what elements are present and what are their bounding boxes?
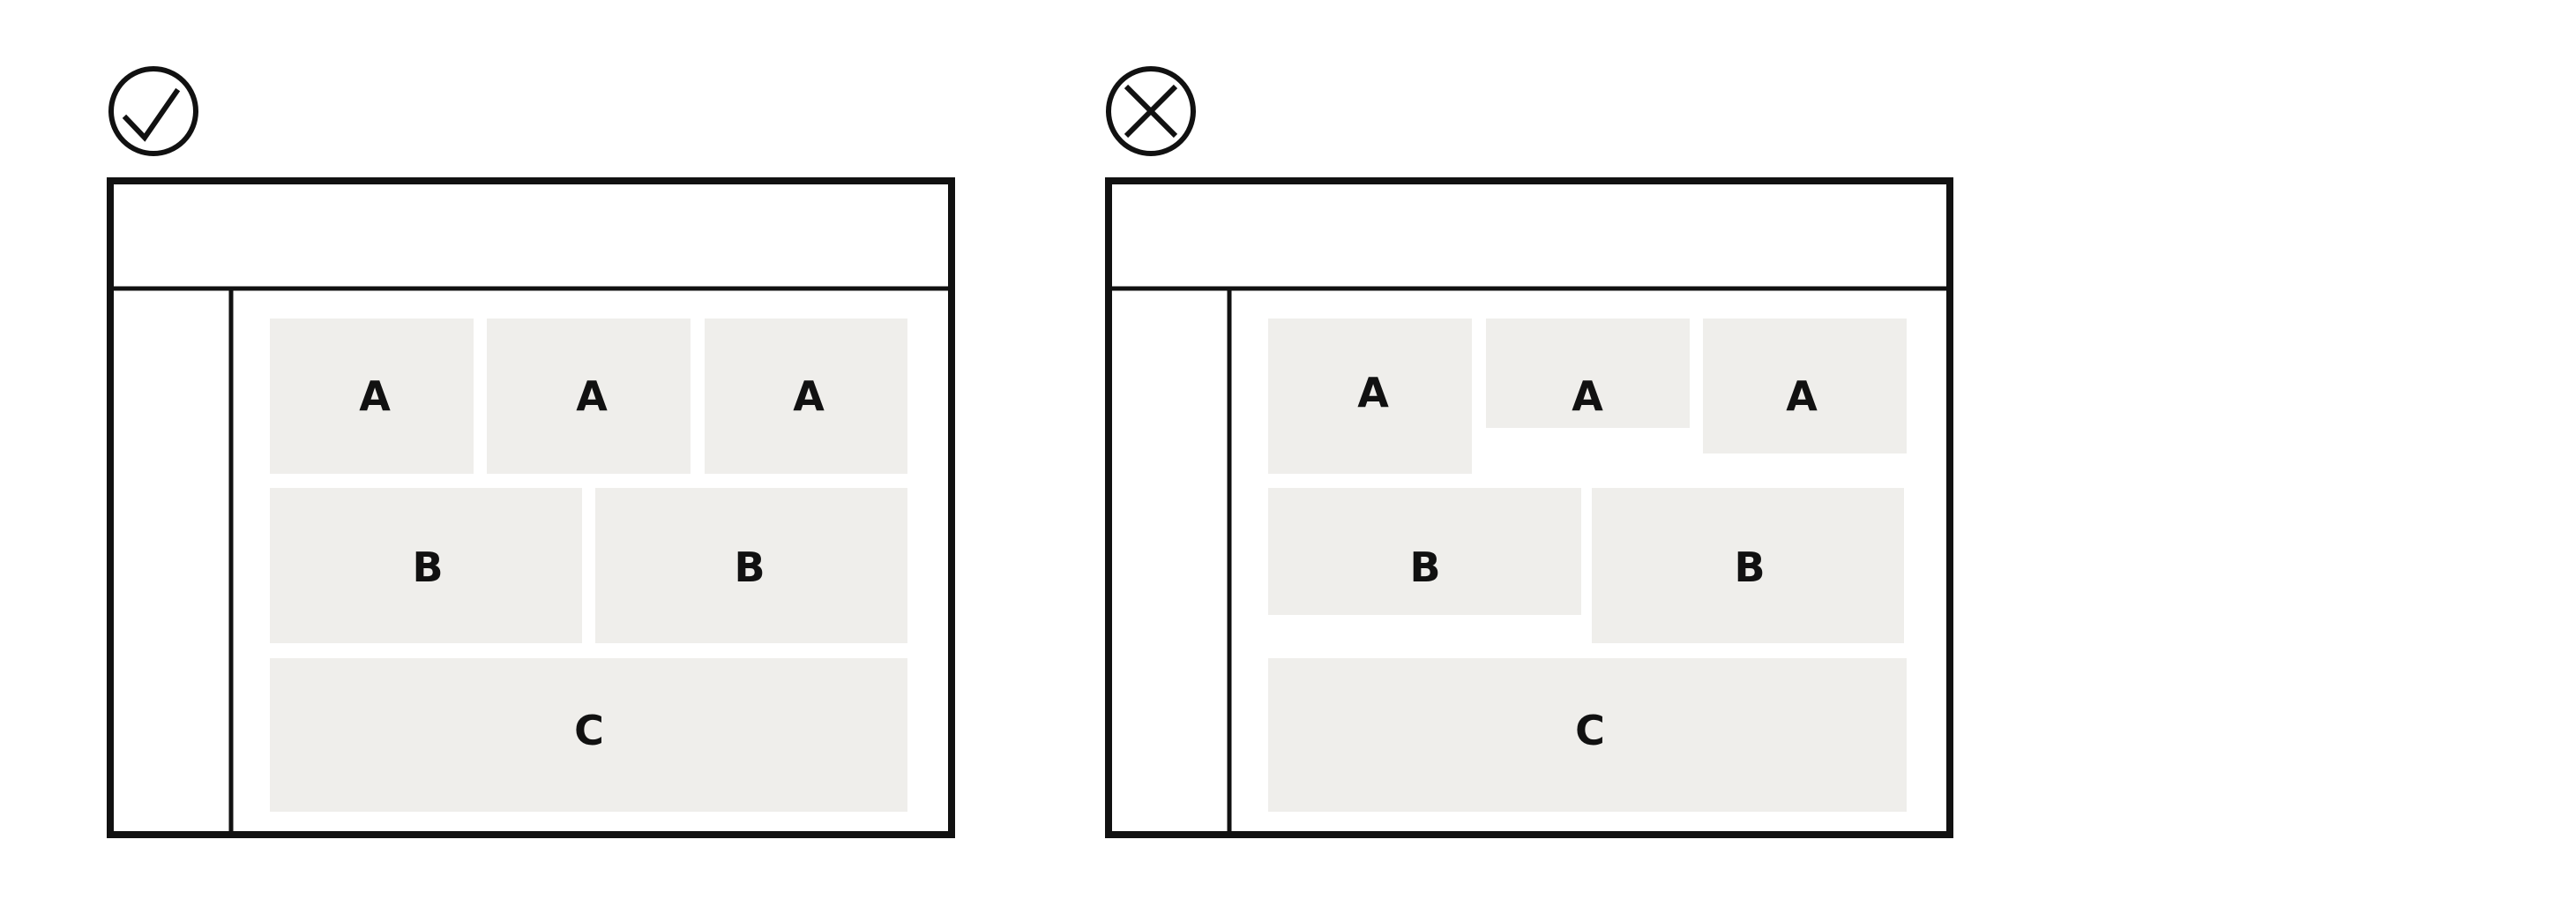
bad-tile-a3 <box>1703 319 1907 454</box>
bad-tile-c1 <box>1268 658 1907 812</box>
bad-tile-b2 <box>1592 488 1904 643</box>
good-example: A A A B B C <box>107 66 955 838</box>
bad-page-frame <box>1105 177 1953 838</box>
bad-tile-a2 <box>1486 319 1690 428</box>
bad-tile-a1 <box>1268 319 1472 474</box>
bad-tile-b1-label: B <box>1409 543 1440 591</box>
bad-tile-a1-label: A <box>1357 369 1389 416</box>
good-tile-c1-label: C <box>574 707 604 754</box>
good-tile-b2 <box>595 488 907 643</box>
check-circle-icon <box>108 66 198 156</box>
bad-tile-c1-label: C <box>1575 707 1605 754</box>
bad-tile-a2-label: A <box>1572 372 1603 420</box>
good-tile-a3-label: A <box>793 372 825 420</box>
good-page-frame <box>107 177 955 838</box>
bad-tile-b2-label: B <box>1734 543 1765 591</box>
x-circle-icon <box>1106 66 1196 156</box>
good-tile-a2-label: A <box>576 372 608 420</box>
good-tile-c1 <box>270 658 907 812</box>
bad-tile-a3-label: A <box>1786 372 1818 420</box>
good-tile-b2-label: B <box>734 543 765 591</box>
good-tile-b1-label: B <box>412 543 443 591</box>
good-tile-a3 <box>705 319 907 474</box>
good-tile-b1 <box>270 488 582 643</box>
good-tile-a1-label: A <box>359 372 391 420</box>
bad-tile-b1 <box>1268 488 1581 615</box>
bad-example: A A A B B C <box>1105 66 1953 838</box>
good-tile-a1 <box>270 319 474 474</box>
good-tile-a2 <box>487 319 691 474</box>
bad-tiles: A A A B B C <box>1268 319 1907 812</box>
good-tiles: A A A B B C <box>270 319 907 812</box>
